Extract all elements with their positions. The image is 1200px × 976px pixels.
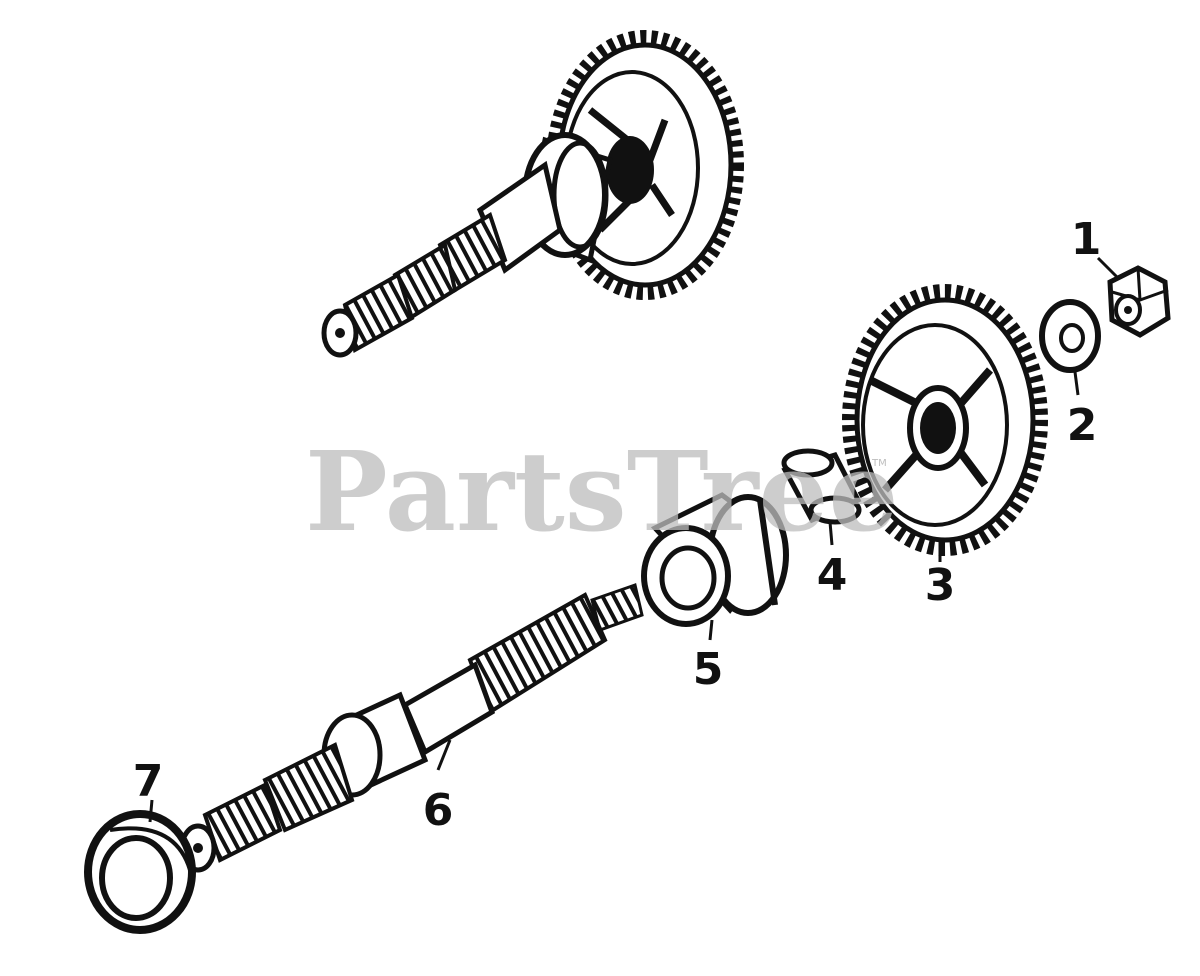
watermark-text: PartsTree [305,427,899,556]
spacer-bushing-icon [781,448,862,525]
part-3-gear: 3 [842,284,1048,611]
callout-number: 5 [693,644,724,695]
part-5-bearing: 5 [641,492,789,695]
nut-icon [1107,265,1171,338]
upper-shaft-assembly [321,30,744,358]
watermark-trademark: TM [871,458,887,469]
callout-number: 6 [423,785,454,836]
callout-number: 4 [817,550,848,601]
part-4-spacer: 4 [781,448,862,601]
callout-number: 1 [1071,214,1102,265]
part-6-shaft: 6 [179,583,644,873]
part-1-nut: 1 [1071,214,1171,338]
callout-number: 3 [925,560,956,611]
gear-icon [842,284,1048,556]
callout-number: 7 [133,756,164,807]
part-7-seal: 7 [84,756,196,934]
washer-icon [1039,299,1101,373]
upper-shaft-body [321,132,613,358]
part-2-washer: 2 [1039,299,1101,451]
watermark-logo: PartsTree TM [305,427,899,556]
oil-seal-icon [84,810,196,934]
bearing-icon [641,492,789,627]
callout-number: 2 [1067,400,1098,451]
splined-shaft-icon [179,583,644,873]
